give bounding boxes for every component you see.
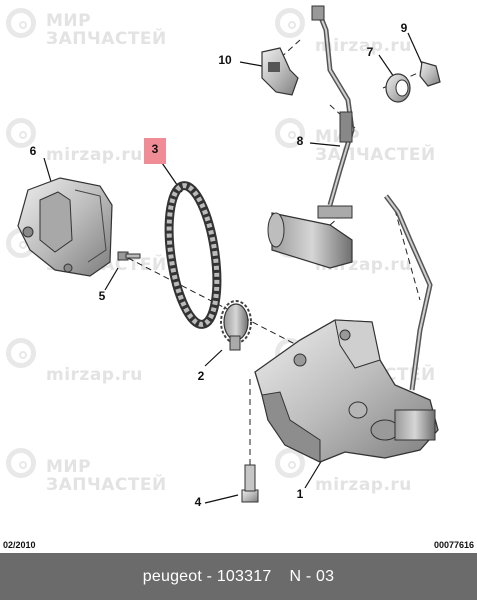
part-1-oil-pump [254, 194, 439, 463]
part-2-sprocket [220, 300, 252, 351]
part-6-cover [17, 177, 113, 277]
part-label-4: 4 [194, 495, 202, 509]
watermark-brand-line2: ЗАПЧАСТЕЙ [46, 475, 167, 495]
part-label-5: 5 [98, 289, 106, 303]
watermark-brand: МИР ЗАПЧАСТЕЙ [46, 12, 167, 48]
watermark-brand: МИР ЗАПЧАСТЕЙ [46, 458, 167, 494]
part-4-bolt [241, 464, 259, 503]
date-code: 02/2010 [3, 540, 36, 550]
watermark-logo-icon [275, 118, 305, 148]
part-9-clip [419, 61, 441, 87]
watermark-site: mirzap.ru [315, 36, 412, 56]
watermark-brand-line1: МИР [46, 11, 92, 31]
watermark-logo-icon [6, 338, 36, 368]
part-5-bolt [117, 251, 141, 261]
exploded-view-drawing [17, 5, 441, 504]
part-label-9: 9 [400, 21, 408, 35]
part-label-3-highlighted: 3 [144, 138, 166, 164]
watermark-logo-icon [275, 8, 305, 38]
part-label-2: 2 [197, 369, 205, 383]
watermark-brand-line2: ЗАПЧАСТЕЙ [46, 29, 167, 49]
parts-diagram: МИР ЗАПЧАСТЕЙ mirzap.ru mirzap.ru МИР ЗА… [3, 5, 474, 550]
part-10-bracket [261, 47, 299, 96]
part-label-1: 1 [296, 487, 304, 501]
part-label-10: 10 [218, 53, 232, 67]
part-label-7: 7 [366, 45, 374, 59]
watermark-logo-icon [275, 448, 305, 478]
part-3-chain [164, 181, 222, 329]
part-7-ring [385, 73, 411, 103]
watermark-site: mirzap.ru [46, 145, 143, 165]
catalog-reference: peugeot - 103317 [142, 567, 272, 585]
drawing-number: 00077616 [433, 540, 474, 550]
page-reference: N - 03 [289, 567, 335, 585]
part-label-8: 8 [296, 134, 304, 148]
watermark-brand-line1: МИР [46, 457, 92, 477]
watermark-site: mirzap.ru [315, 475, 412, 495]
watermark-logo-icon [6, 118, 36, 148]
watermark-logo-icon [6, 8, 36, 38]
part-label-6: 6 [29, 144, 37, 158]
watermark-site: mirzap.ru [46, 365, 143, 385]
watermark-logo-icon [6, 448, 36, 478]
part-8-pipe-solenoid [267, 5, 355, 269]
caption-bar: peugeot - 103317 N - 03 [0, 553, 477, 600]
